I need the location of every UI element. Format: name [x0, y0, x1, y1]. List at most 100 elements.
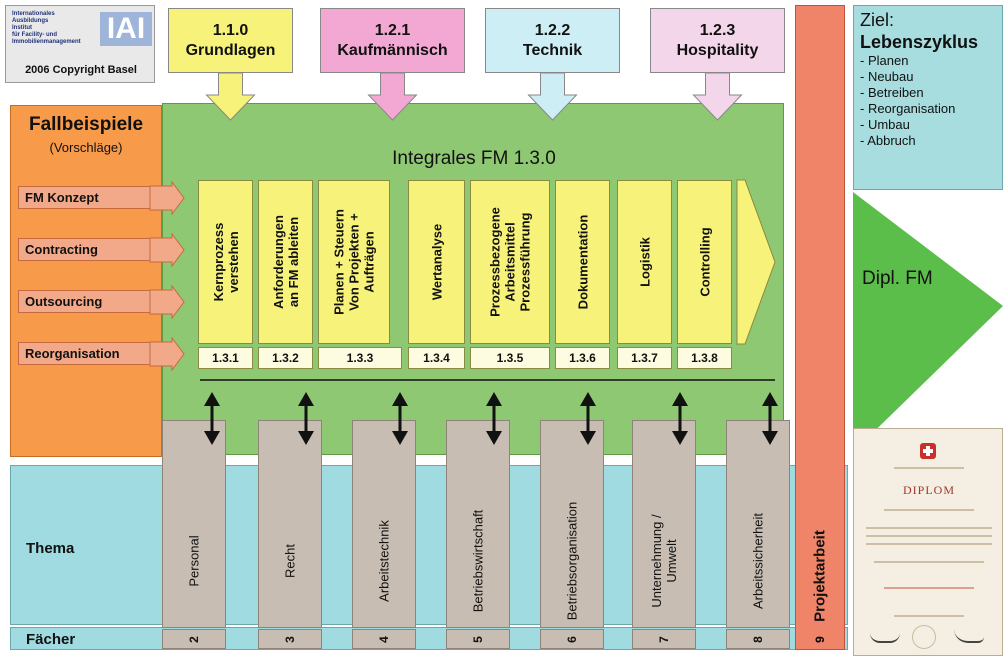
- process-number: 1.3.8: [677, 347, 732, 369]
- fach-column: Arbeitstechnik: [352, 420, 416, 628]
- ziel-item: - Reorganisation: [860, 101, 956, 116]
- logo-line: Internationales: [12, 11, 55, 17]
- process-box: Wertanalyse: [408, 180, 465, 344]
- fallbeispiele-title: Fallbeispiele: [28, 114, 144, 135]
- logo-institute-name: Internationales Ausbildungs Institut für…: [12, 11, 92, 46]
- fach-column: Arbeitssicherheit: [726, 420, 790, 628]
- faecher-band: [10, 627, 848, 650]
- module-name: Technik: [522, 42, 583, 59]
- process-label: Dokumentation: [575, 214, 590, 310]
- process-label: Controlling: [697, 227, 712, 297]
- module-number: 1.2.2: [534, 22, 571, 39]
- ziel-item: - Abbruch: [860, 133, 916, 148]
- module-number: 1.2.1: [374, 22, 411, 39]
- module-number: 1.2.3: [699, 22, 736, 39]
- logo-line: Institut: [12, 25, 32, 31]
- fallbeispiel-item: FM Konzept: [18, 186, 158, 209]
- process-number: 1.3.5: [470, 347, 550, 369]
- process-number: 1.3.1: [198, 347, 253, 369]
- fallbeispiel-item: Reorganisation: [18, 342, 158, 365]
- fallbeispiel-item: Contracting: [18, 238, 158, 261]
- diploma-title: DIPLOM: [902, 483, 955, 497]
- process-number: 1.3.7: [617, 347, 672, 369]
- fach-number: 7: [632, 629, 696, 649]
- fach-number: 3: [258, 629, 322, 649]
- cross-horizontal: [923, 449, 933, 453]
- fach-column: Personal: [162, 420, 226, 628]
- process-number: 1.3.6: [555, 347, 610, 369]
- ziel-item: - Umbau: [860, 117, 910, 132]
- fach-number-text: 7: [656, 636, 671, 643]
- diploma-line: [884, 509, 974, 511]
- ziel-item: - Planen: [860, 53, 909, 68]
- logo-line: Ausbildungs: [12, 18, 49, 24]
- diploma-line: [874, 561, 984, 563]
- fach-label: Betriebswirtschaft: [470, 509, 486, 613]
- logo-mark: IAI: [100, 12, 152, 46]
- process-label: Logistik: [637, 237, 652, 287]
- fach-label: Arbeitstechnik: [376, 520, 392, 602]
- diploma-line: [884, 587, 974, 589]
- diploma-line: [894, 467, 964, 469]
- fallbeispiel-item: Outsourcing: [18, 290, 158, 313]
- fach-label: Arbeitssicherheit: [750, 512, 766, 610]
- ziel-heading: Ziel:: [860, 10, 895, 30]
- logo-line: für Facility- und Immobilienmanagement: [12, 32, 81, 45]
- faecher-label: Fächer: [26, 631, 76, 648]
- projektarbeit-bar: Projektarbeit 9: [795, 5, 845, 650]
- outcome-arrow-shape: [853, 192, 1003, 452]
- swiss-cross-icon: [920, 443, 936, 459]
- fach-label: Recht: [282, 544, 298, 578]
- fach-number-text: 5: [470, 636, 485, 643]
- process-number: 1.3.4: [408, 347, 465, 369]
- fach-label: Unternehmung /Umwelt: [649, 514, 679, 608]
- outcome-label: Dipl. FM: [862, 268, 933, 289]
- signature-left: [870, 629, 900, 643]
- fach-column: Unternehmung /Umwelt: [632, 420, 696, 628]
- module-name: Hospitality: [676, 42, 759, 59]
- projektarbeit-number-text: 9: [812, 636, 827, 643]
- ziel-title: Lebenszyklus: [860, 32, 979, 52]
- diploma-line: [866, 527, 992, 529]
- copyright-text: 2006 Copyright Basel: [25, 64, 137, 76]
- ziel-item: - Betreiben: [860, 85, 924, 100]
- fach-column: Betriebswirtschaft: [446, 420, 510, 628]
- process-label: Wertanalyse: [429, 223, 444, 301]
- fach-column: Betriebsorganisation: [540, 420, 604, 628]
- fach-number: 6: [540, 629, 604, 649]
- process-number: 1.3.2: [258, 347, 313, 369]
- process-box: Logistik: [617, 180, 672, 344]
- thema-band: [10, 465, 848, 625]
- signature-right: [954, 629, 984, 643]
- integrales-fm-title: Integrales FM 1.3.0: [392, 148, 556, 169]
- diploma-line: [866, 543, 992, 545]
- fach-number: 5: [446, 629, 510, 649]
- fach-label: Personal: [186, 535, 202, 587]
- fach-number: 2: [162, 629, 226, 649]
- fach-label: Betriebsorganisation: [564, 501, 580, 621]
- diploma-image: DIPLOM: [853, 428, 1003, 656]
- module-name: Grundlagen: [185, 42, 276, 59]
- iai-logo: Internationales Ausbildungs Institut für…: [5, 5, 155, 83]
- projektarbeit-label: Projektarbeit: [811, 530, 829, 622]
- ziel-panel: Ziel: Lebenszyklus - Planen - Neubau - B…: [853, 5, 1003, 190]
- ziel-item: - Neubau: [860, 69, 914, 84]
- fach-number-text: 6: [564, 636, 579, 643]
- fach-number-text: 8: [750, 636, 765, 643]
- process-box: Dokumentation: [555, 180, 610, 344]
- process-box: Controlling: [677, 180, 732, 344]
- ziel-list: - Planen - Neubau - Betreiben - Reorgani…: [860, 53, 996, 149]
- fallbeispiele-subtitle: (Vorschläge): [49, 140, 123, 155]
- diploma-line: [866, 535, 992, 537]
- module-number: 1.1.0: [212, 22, 249, 39]
